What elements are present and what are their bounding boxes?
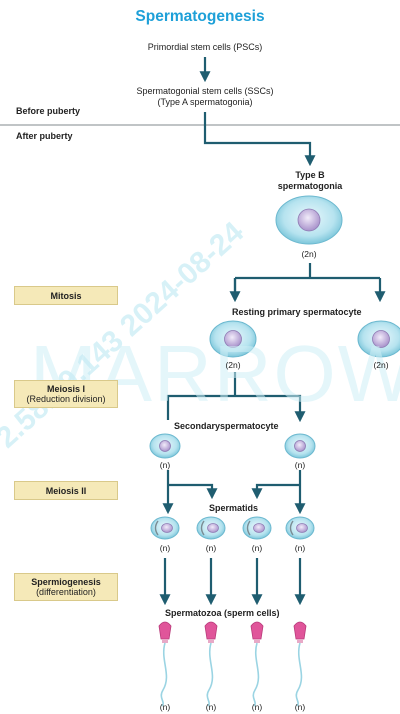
sperm-1-ploidy: (n) xyxy=(159,702,171,712)
ssc-label-line1: Spermatogonial stem cells (SSCs) xyxy=(136,86,274,96)
primary-right-ploidy: (2n) xyxy=(373,360,389,370)
arrow-ssc-to-typeb xyxy=(203,112,316,167)
spermiogenesis-label: Spermiogenesis xyxy=(31,577,101,587)
spermatozoa-label: Spermatozoa (sperm cells) xyxy=(165,608,280,618)
spermatid-4 xyxy=(285,516,315,540)
after-puberty-label: After puberty xyxy=(16,131,73,141)
spermiogenesis-box: Spermiogenesis (differentiation) xyxy=(14,573,118,601)
meiosis2-label: Meiosis II xyxy=(45,485,87,496)
arrow-primary-to-secondary xyxy=(166,372,300,420)
typeb-label-line2: spermatogonia xyxy=(277,181,343,191)
spermatid-2 xyxy=(196,516,226,540)
spermatid-3 xyxy=(242,516,272,540)
mitosis-label: Mitosis xyxy=(50,290,82,301)
arrow-meiosis2-left-b xyxy=(168,483,218,500)
sperm-2 xyxy=(204,621,218,707)
sperm-1 xyxy=(158,621,172,707)
ssc-label-line2: (Type A spermatogonia) xyxy=(157,97,253,107)
arrow-typeb-to-primary xyxy=(233,263,380,300)
cell-primary-left xyxy=(209,320,257,358)
page-title: Spermatogenesis xyxy=(135,8,265,25)
spermatid-1-ploidy: (n) xyxy=(159,543,171,553)
secondary-right-ploidy: (n) xyxy=(294,460,306,470)
resting-primary-label: Resting primary spermatocyte xyxy=(232,307,362,317)
meiosis1-sublabel: (Reduction division) xyxy=(26,394,106,404)
before-puberty-label: Before puberty xyxy=(16,106,81,116)
spermatids-label: Spermatids xyxy=(209,503,259,513)
meiosis2-box: Meiosis II xyxy=(14,481,118,500)
arrow-meiosis2-right-b xyxy=(251,483,300,500)
meiosis1-label: Meiosis I xyxy=(46,384,85,394)
cell-secondary-left xyxy=(149,433,181,459)
mitosis-box: Mitosis xyxy=(14,286,118,305)
cell-type-b xyxy=(275,195,343,245)
meiosis1-box: Meiosis I (Reduction division) xyxy=(14,380,118,408)
secondary-left-ploidy: (n) xyxy=(159,460,171,470)
sperm-4 xyxy=(293,621,307,707)
primary-left-ploidy: (2n) xyxy=(225,360,241,370)
sperm-2-ploidy: (n) xyxy=(205,702,217,712)
sperm-4-ploidy: (n) xyxy=(294,702,306,712)
cell-secondary-right xyxy=(284,433,316,459)
cell-primary-right xyxy=(357,320,400,358)
typeb-ploidy: (2n) xyxy=(301,249,317,259)
spermatid-1 xyxy=(150,516,180,540)
spermatid-3-ploidy: (n) xyxy=(251,543,263,553)
sperm-3 xyxy=(250,621,264,707)
spermatid-4-ploidy: (n) xyxy=(294,543,306,553)
spermatid-2-ploidy: (n) xyxy=(205,543,217,553)
arrows xyxy=(159,57,380,606)
typeb-label-line1: Type B xyxy=(295,170,325,180)
spermiogenesis-sublabel: (differentiation) xyxy=(36,587,96,597)
secondary-label: Secondaryspermatocyte xyxy=(174,421,279,431)
sperm-3-ploidy: (n) xyxy=(251,702,263,712)
psc-label: Primordial stem cells (PSCs) xyxy=(147,42,263,52)
